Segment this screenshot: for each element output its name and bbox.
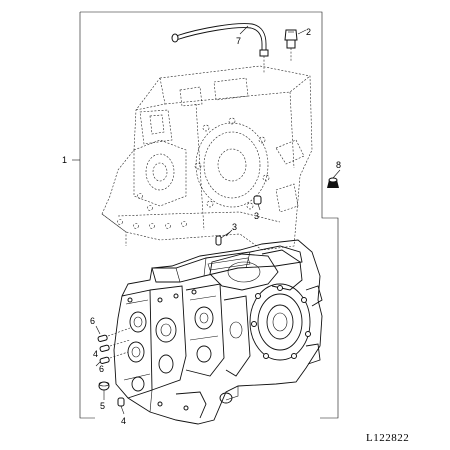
callout-4-upper: 4	[93, 349, 98, 359]
assembly-bracket	[72, 11, 339, 419]
figure-id: L122822	[366, 432, 409, 444]
pin-6-lower	[99, 351, 129, 364]
plug-part	[327, 169, 341, 188]
dowel-upper	[253, 195, 262, 211]
pin-4-lower	[117, 397, 125, 415]
upper-housing-phantom	[101, 65, 313, 251]
callout-6-lower: 6	[99, 364, 104, 374]
callout-labels: 1 2 3 3 4 4 5 6 6 7 8	[62, 27, 341, 426]
callout-4-lower: 4	[121, 416, 126, 426]
callout-1: 1	[62, 155, 67, 165]
callout-7: 7	[236, 36, 241, 46]
fitting-part	[284, 29, 298, 62]
callout-3-lower: 3	[232, 222, 237, 232]
pin-4-upper	[99, 339, 131, 352]
bushing-5	[98, 381, 110, 400]
callout-3-upper: 3	[254, 211, 259, 221]
breather-pipe	[171, 23, 269, 74]
callout-6-upper: 6	[90, 316, 95, 326]
callout-2: 2	[306, 27, 311, 37]
pin-6-upper	[97, 327, 131, 342]
leader-lines	[95, 25, 307, 367]
dowel-lower	[215, 231, 231, 246]
lower-housing	[113, 239, 323, 425]
callout-5: 5	[100, 401, 105, 411]
callout-8: 8	[336, 160, 341, 170]
